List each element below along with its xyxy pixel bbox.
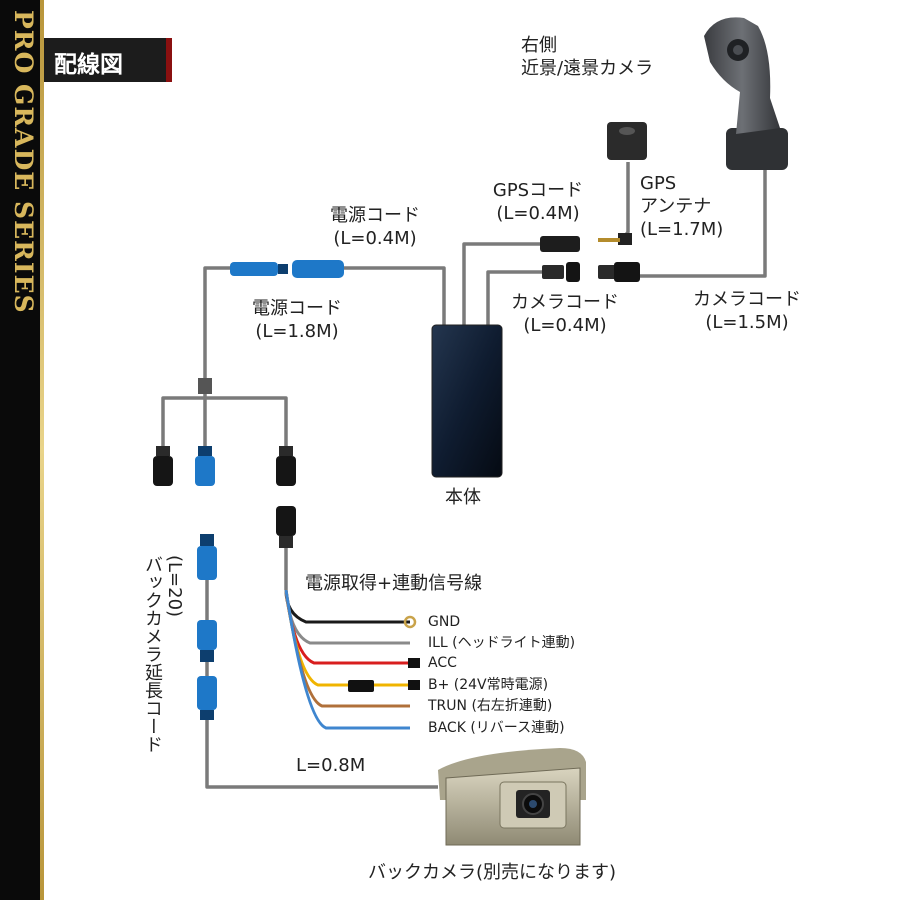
power-cord-short-length: (L=0.4M) — [333, 228, 417, 249]
splitter-connectors — [153, 446, 296, 548]
gps-antenna-line2: アンテナ — [640, 196, 712, 217]
right-camera-line2: 近景/遠景カメラ — [521, 58, 654, 79]
gps-cord-label: GPSコード (L=0.4M) — [478, 179, 598, 225]
wire-label-3: B+ (24V常時電源) — [428, 677, 549, 693]
harness-wire-3 — [284, 589, 410, 687]
right-camera-label: 右側 近景/遠景カメラ — [521, 34, 653, 80]
wire-label-2: ACC — [428, 655, 457, 671]
splitter-cable — [161, 392, 288, 446]
power-cord-short-name: 電源コード — [330, 205, 420, 226]
power-cord-short-label: 電源コード (L=0.4M) — [310, 204, 440, 250]
camera-cord-long-length: (L=1.5M) — [705, 312, 789, 333]
back-extension-cord-name: バックカメラ延長コード — [142, 555, 163, 753]
back-extension-cord-length: (L=20) — [164, 555, 185, 618]
harness-wire-5 — [284, 589, 410, 730]
power-cord-long-name: 電源コード — [252, 298, 342, 319]
power-cable-long — [203, 266, 230, 382]
gps-antenna — [598, 122, 647, 245]
gps-cord-name: GPSコード — [492, 180, 584, 201]
power-connectors — [198, 260, 344, 394]
sidebar: PRO GRADE SERIES — [0, 0, 40, 900]
harness-wire-1 — [284, 589, 410, 645]
signal-harness — [284, 589, 410, 730]
camera-cord-short-label: カメラコード (L=0.4M) — [498, 291, 632, 337]
wire-label-1: ILL (ヘッドライト連動) — [428, 635, 576, 651]
gps-antenna-length: (L=1.7M) — [640, 219, 724, 240]
page-title: 配線図 — [54, 52, 123, 78]
power-cord-long-length: (L=1.8M) — [255, 321, 339, 342]
extension-connectors — [197, 534, 217, 720]
power-cord-long-label: 電源コード (L=1.8M) — [232, 297, 362, 343]
back-extension-cord-label: (L=20) バックカメラ延長コード — [141, 555, 185, 753]
camera-cable-long — [640, 168, 767, 278]
camera-cable-short — [486, 270, 548, 326]
main-unit-label: 本体 — [445, 487, 481, 508]
signal-harness-title: 電源取得+連動信号線 — [305, 573, 483, 594]
connectors-unit — [540, 236, 640, 282]
camera-cord-long-label: カメラコード (L=1.5M) — [680, 288, 814, 334]
power-cable-short — [344, 266, 446, 326]
harness-terminals — [348, 615, 420, 692]
gps-antenna-cable — [620, 162, 630, 242]
gps-antenna-line1: GPS — [640, 173, 677, 194]
header-badge: 配線図 — [44, 38, 172, 82]
gps-cord-length: (L=0.4M) — [496, 203, 580, 224]
back-camera — [438, 748, 586, 846]
harness-wire-2 — [284, 589, 410, 665]
gps-antenna-label: GPS アンテナ (L=1.7M) — [640, 172, 723, 241]
camera-cord-short-length: (L=0.4M) — [523, 315, 607, 336]
camera-cord-short-name: カメラコード — [511, 292, 619, 313]
wire-label-5: BACK (リバース連動) — [428, 720, 565, 736]
back-camera-cable — [205, 720, 438, 789]
series-title: PRO GRADE SERIES — [9, 10, 38, 314]
right-camera-line1: 右側 — [521, 35, 557, 56]
gps-cable-short — [462, 242, 540, 326]
wire-label-4: TRUN (右左折連動) — [428, 698, 553, 714]
right-camera — [704, 17, 788, 170]
camera-cord-long-name: カメラコード — [693, 289, 801, 310]
wire-label-0: GND — [428, 614, 461, 630]
back-cable-length-label: L=0.8M — [296, 755, 366, 776]
main-unit — [431, 324, 503, 478]
back-camera-label: バックカメラ(別売になります) — [368, 862, 617, 883]
sidebar-gold-stripe — [40, 0, 44, 900]
